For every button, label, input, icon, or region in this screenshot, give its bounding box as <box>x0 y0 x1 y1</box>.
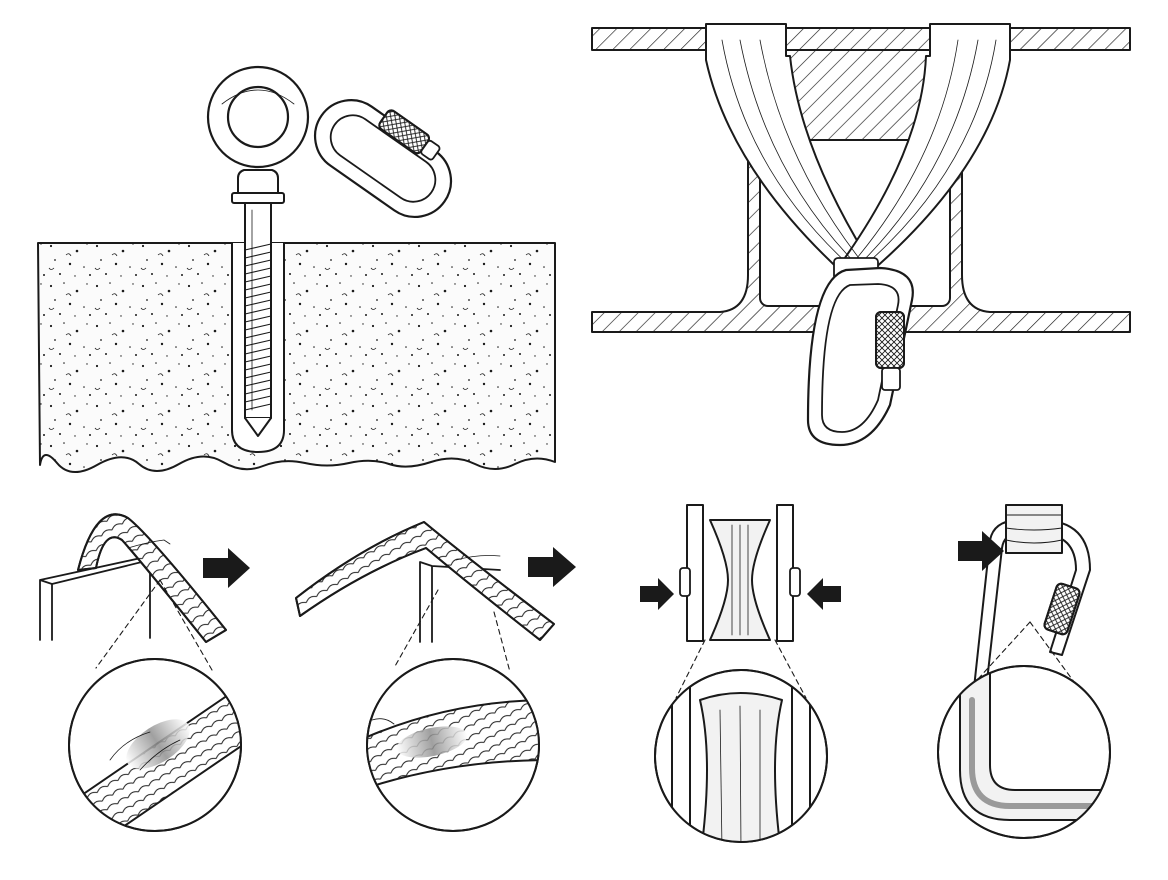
rope-damage-detail <box>68 658 242 832</box>
rope-over-edge-abrasion-panel <box>295 521 576 832</box>
carabiner-bend-detail <box>937 665 1111 839</box>
pulley-icon <box>679 504 801 642</box>
webbing <box>1005 504 1063 554</box>
sling-beam-anchor-panel <box>591 23 1131 447</box>
threaded-bolt <box>244 202 272 437</box>
carabiner-edge-loading-panel <box>937 504 1111 839</box>
screw-lock-carabiner <box>313 99 453 219</box>
sheave-detail <box>654 669 828 843</box>
arrow-right-icon <box>203 548 250 588</box>
screw-lock-carabiner <box>806 266 914 447</box>
eye-bolt-anchor-panel <box>37 65 556 473</box>
arrow-right-icon <box>958 531 1004 571</box>
arrow-right-icon <box>528 547 576 587</box>
rope <box>77 513 227 643</box>
arrow-left-icon <box>807 578 841 610</box>
rope-over-sharp-edge-panel <box>39 513 250 832</box>
arrow-right-icon <box>640 578 674 610</box>
rope <box>295 521 555 641</box>
eye-ring <box>206 65 310 169</box>
pulley-side-pressure-panel <box>640 504 841 843</box>
webbing-sling <box>705 23 1011 281</box>
rope-abrasion-detail <box>366 658 540 832</box>
